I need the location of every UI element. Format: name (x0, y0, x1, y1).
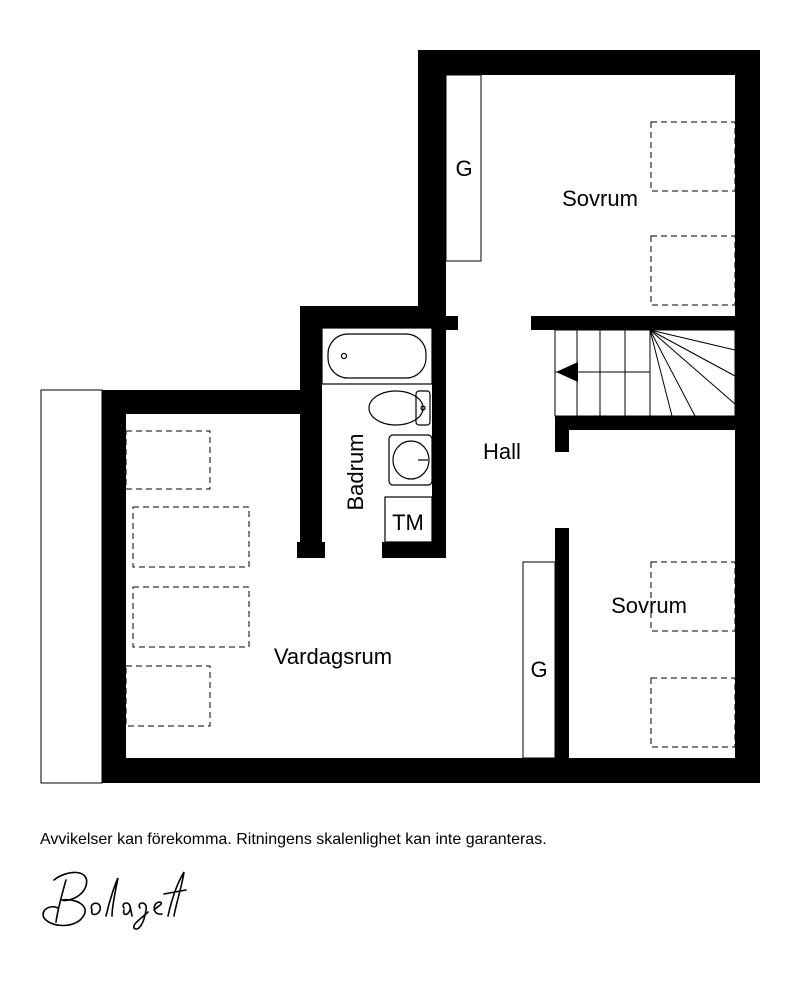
washing-machine-box (384, 496, 433, 543)
disclaimer-text: Avvikelser kan förekomma. Ritningens ska… (40, 831, 547, 848)
closet-top (445, 74, 482, 262)
closet-top-label: G (455, 156, 472, 181)
bathtub-icon (321, 327, 433, 385)
sovrum-bottom-label: Sovrum (611, 593, 687, 618)
sovrum-top-label: Sovrum (562, 186, 638, 211)
windows (125, 121, 736, 748)
bolaget-logo (42, 871, 187, 930)
tm-label: TM (392, 510, 424, 535)
hall-label: Hall (483, 439, 521, 464)
toilet-icon (368, 390, 431, 426)
stairs (554, 329, 736, 417)
vardagsrum-label: Vardagsrum (274, 644, 392, 669)
stairs-direction-arrow-icon (556, 362, 578, 382)
closet-bottom (522, 561, 556, 759)
badrum-label: Badrum (343, 433, 368, 510)
walls (102, 50, 760, 783)
closet-bottom-label: G (530, 657, 547, 682)
sink-icon (388, 434, 433, 486)
balcony-strip (40, 389, 103, 784)
